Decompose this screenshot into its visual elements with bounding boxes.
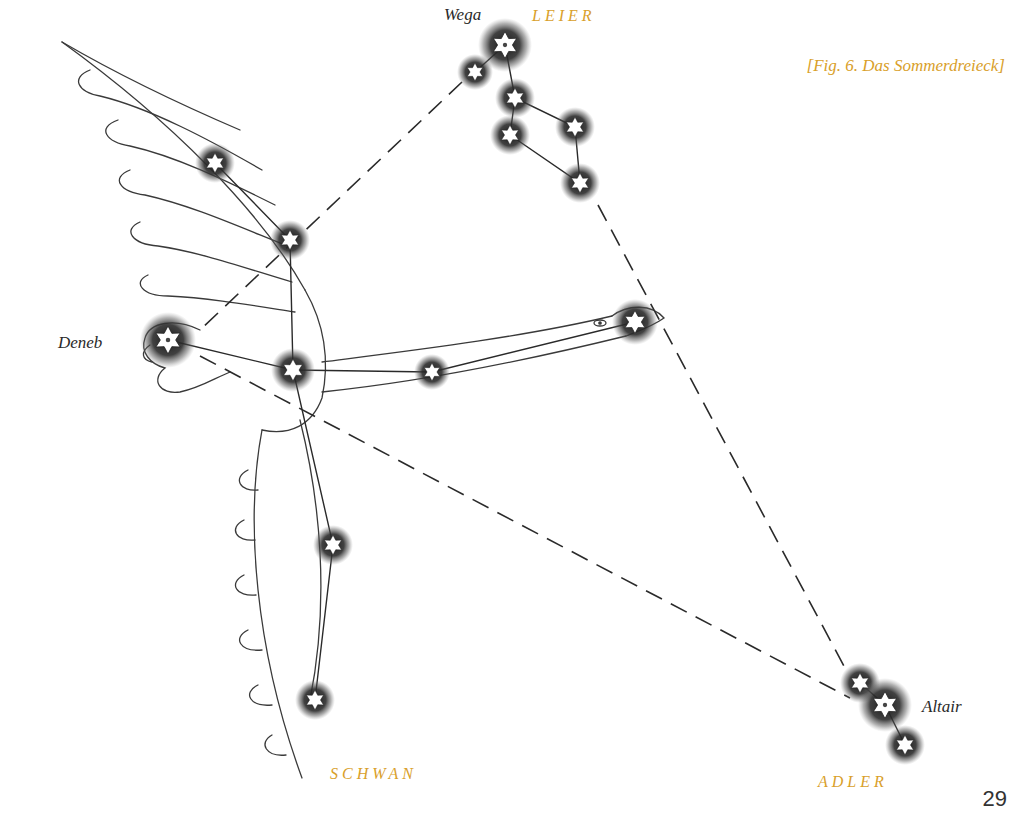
figure-caption: [Fig. 6. Das Sommerdreieck]	[807, 56, 1005, 76]
constellation-name: LEIER	[532, 6, 596, 25]
summer-triangle	[200, 82, 850, 698]
constellation-lines	[168, 45, 905, 745]
star-name: Altair	[922, 697, 962, 717]
swan-drawing	[62, 42, 664, 778]
page-number: 29	[983, 786, 1007, 812]
stars	[140, 18, 925, 765]
constellation-name: ADLER	[818, 772, 888, 791]
star-name: Deneb	[58, 333, 102, 353]
star-name: Wega	[444, 5, 481, 25]
constellation-name: SCHWAN	[330, 764, 417, 783]
